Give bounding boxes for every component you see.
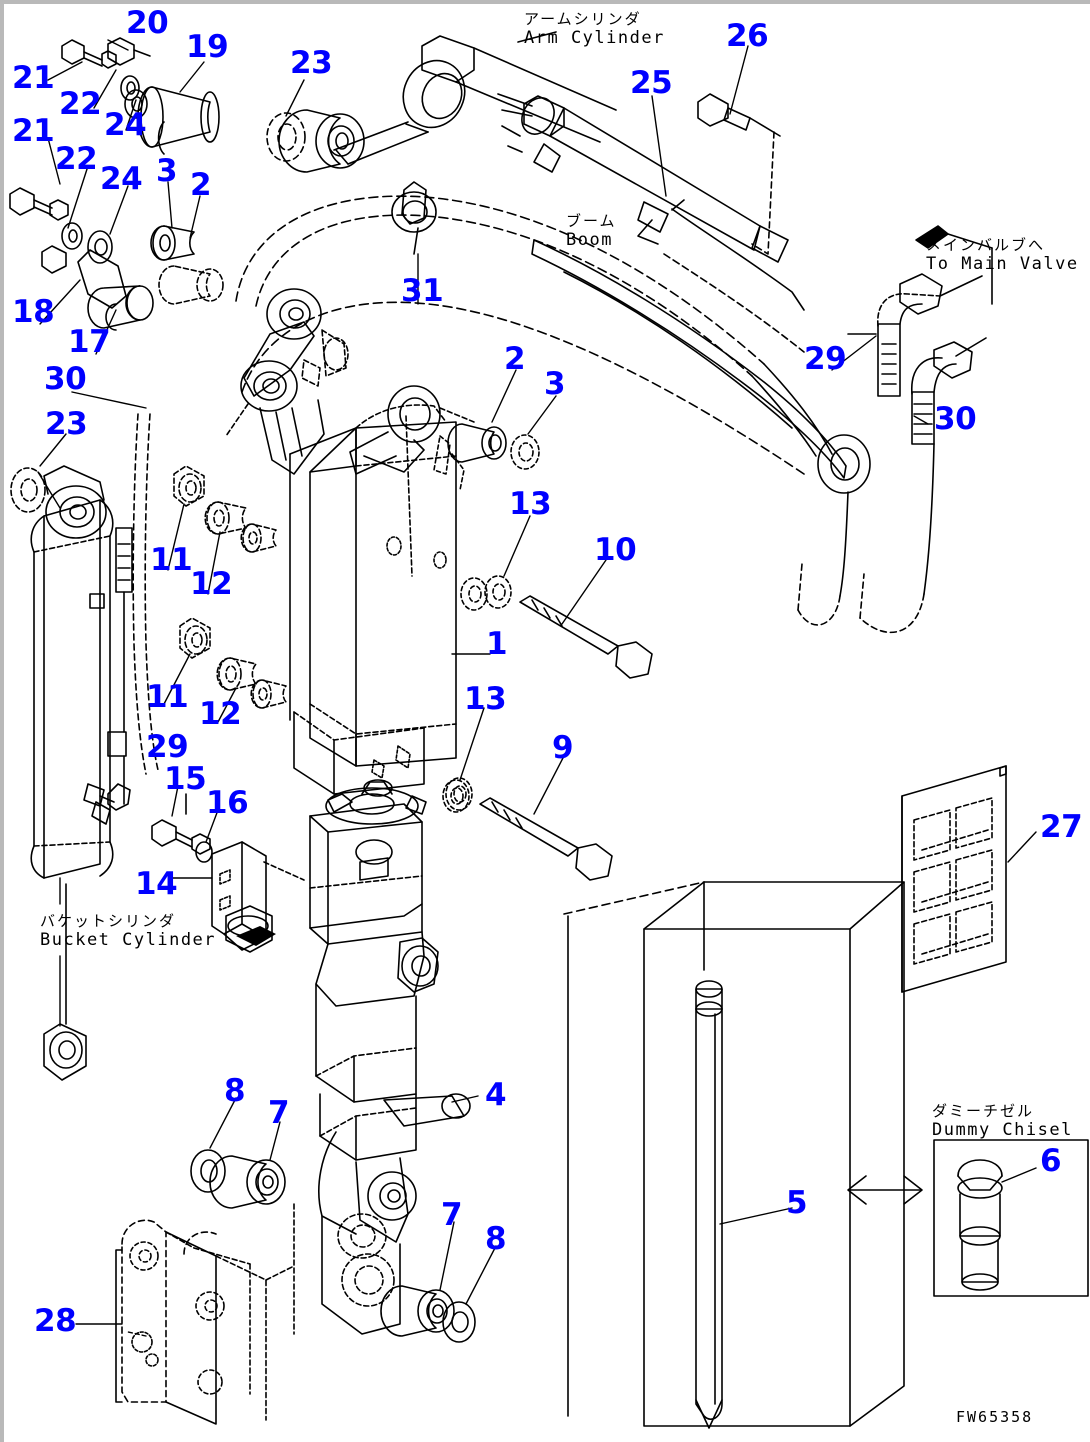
callout-28[interactable]: 28 [34,1303,77,1339]
callout-11-a[interactable]: 11 [150,542,193,578]
label-to-main-valve-jp: メインバルブへ [926,236,1046,254]
part-6-dummy-chisel-box [933,1139,1089,1297]
part-7-8-lower [380,1285,476,1343]
callout-11-b[interactable]: 11 [146,679,189,715]
callout-27[interactable]: 27 [1040,809,1083,845]
part-10-bolt [519,595,653,679]
callout-6[interactable]: 6 [1040,1143,1062,1179]
callout-16[interactable]: 16 [206,785,249,821]
callout-30-a[interactable]: 30 [44,361,87,397]
callout-22-b[interactable]: 22 [55,141,98,177]
callout-3-b[interactable]: 3 [544,366,566,402]
part-1-breaker-body [289,404,488,811]
callout-17[interactable]: 17 [68,324,111,360]
part-17-pin-bracket [77,249,154,331]
callout-4[interactable]: 4 [485,1077,507,1113]
callout-9[interactable]: 9 [552,730,574,766]
callout-29-b[interactable]: 29 [146,729,189,765]
technical-line-art [9,31,1089,1429]
part-7-8-upper [190,1149,286,1209]
label-boom-en: Boom [566,230,613,251]
label-bucket-cylinder-en: Bucket Cylinder [40,930,217,951]
part-13-washers [442,575,512,813]
part-25-hose [497,93,789,263]
part-9-bolt [479,797,613,881]
breaker-lower-assembly [309,779,471,1335]
callout-13-a[interactable]: 13 [509,486,552,522]
callout-21-b[interactable]: 21 [12,113,55,149]
callout-12-b[interactable]: 12 [199,696,242,732]
callout-13-b[interactable]: 13 [464,681,507,717]
callout-3-a[interactable]: 3 [156,153,178,189]
callout-2-b[interactable]: 2 [504,341,526,377]
label-arm-cylinder-jp: アームシリンダ [524,10,642,28]
callout-26[interactable]: 26 [726,18,769,54]
part-5-chisel-box [563,881,905,1429]
part-27-plate [901,765,1007,993]
label-arm-cylinder-en: Arm Cylinder [524,28,665,49]
callout-12-a[interactable]: 12 [190,566,233,602]
callout-1[interactable]: 1 [486,626,508,662]
callout-24-a[interactable]: 24 [104,107,147,143]
callout-8-b[interactable]: 8 [485,1221,507,1257]
fastener-cluster-left-lower [9,187,113,274]
part-23-bush-top [278,109,365,173]
part-28-mount-plates [115,1203,295,1425]
bucket-cylinder-drawing [10,465,131,1081]
label-dummy-chisel-jp: ダミーチゼル [932,1102,1035,1120]
label-boom: ブーム Boom [566,212,617,251]
fastener-cluster-top-left [61,37,151,119]
callout-18[interactable]: 18 [12,294,55,330]
callout-2-a[interactable]: 2 [190,167,212,203]
arm-cylinder-drawing [333,31,617,165]
part-2-3-mid [447,423,540,470]
callout-30-b[interactable]: 30 [934,401,977,437]
label-to-main-valve: メインバルブへ To Main Valve [926,236,1079,275]
label-to-main-valve-en: To Main Valve [926,254,1079,275]
part-15-16-fasteners [151,793,213,863]
callout-20[interactable]: 20 [126,5,169,41]
part-30-tube-left [107,527,133,805]
callout-21-a[interactable]: 21 [12,60,55,96]
arm-linkage [225,288,475,475]
callout-22-a[interactable]: 22 [59,86,102,122]
part-29-hose-left [91,413,159,825]
hose-block-right [797,225,993,634]
part-2-3-bush-top [150,225,224,305]
boom-body [531,208,871,494]
label-arm-cylinder: アームシリンダ Arm Cylinder [524,10,665,49]
callout-10[interactable]: 10 [594,532,637,568]
callout-31[interactable]: 31 [401,273,444,309]
callout-29-a[interactable]: 29 [804,341,847,377]
boom-arc [235,195,833,475]
label-bucket-cylinder-jp: バケットシリンダ [40,912,177,930]
part-14-bracket [211,841,305,953]
callout-7-a[interactable]: 7 [268,1095,290,1131]
callout-5[interactable]: 5 [786,1185,808,1221]
callout-8-a[interactable]: 8 [224,1073,246,1109]
callout-23-b[interactable]: 23 [45,406,88,442]
drawing-number: FW65358 [956,1408,1034,1426]
bushings-11-12-upper [173,465,277,553]
callout-24-b[interactable]: 24 [100,161,143,197]
callout-19[interactable]: 19 [186,29,229,65]
part-19-pin [137,86,220,155]
callout-25[interactable]: 25 [630,65,673,101]
callout-23-top[interactable]: 23 [290,45,333,81]
part-31-clamp [391,181,437,255]
label-bucket-cylinder: バケットシリンダ Bucket Cylinder [40,912,216,951]
part-26-fitting [697,93,781,255]
label-dummy-chisel-en: Dummy Chisel [932,1120,1073,1141]
exchange-arrow [847,1175,923,1205]
callout-7-b[interactable]: 7 [441,1197,463,1233]
callout-14[interactable]: 14 [135,866,178,902]
bushings-11-12-lower [179,617,287,709]
callout-leader-lines [37,39,1037,1337]
callout-15[interactable]: 15 [164,761,207,797]
label-dummy-chisel: ダミーチゼル Dummy Chisel [932,1102,1073,1141]
label-boom-jp: ブーム [566,212,617,230]
